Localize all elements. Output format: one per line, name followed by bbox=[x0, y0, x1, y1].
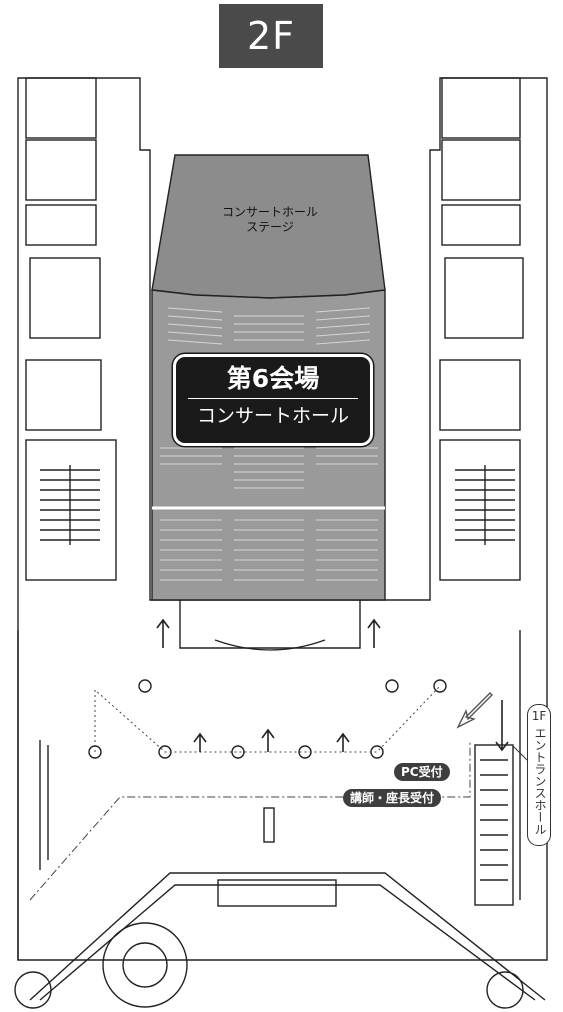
corner-column-left bbox=[14, 971, 52, 1009]
left-room-3 bbox=[25, 204, 97, 246]
right-room-1 bbox=[441, 77, 521, 139]
stage-label: コンサートホール ステージ bbox=[200, 205, 340, 235]
dotted-path bbox=[94, 685, 441, 753]
left-room-1 bbox=[25, 77, 97, 139]
hall-divider bbox=[188, 398, 358, 399]
dashdot-path bbox=[29, 740, 471, 901]
entrance-text: エントランスホール bbox=[533, 727, 547, 835]
left-restroom bbox=[29, 257, 101, 339]
seat-rows bbox=[160, 307, 378, 581]
lobby-lower-walls bbox=[29, 872, 546, 1001]
lobby-counter bbox=[217, 879, 337, 907]
right-room-4 bbox=[439, 359, 521, 431]
hall-title: 第6会場 bbox=[226, 364, 320, 393]
hall-subtitle: コンサートホール bbox=[196, 405, 349, 427]
spiral-stair bbox=[102, 922, 188, 1008]
right-restroom bbox=[444, 257, 524, 339]
building-outline bbox=[17, 77, 548, 961]
escalator-arrow bbox=[456, 692, 493, 729]
floor-badge: 2F bbox=[219, 4, 323, 68]
pc-reception-badge: PC受付 bbox=[394, 763, 450, 781]
right-stairs-room bbox=[439, 439, 521, 581]
stage-label-line1: コンサートホール bbox=[221, 205, 318, 219]
direction-arrows bbox=[156, 618, 509, 752]
left-room-4 bbox=[25, 359, 102, 431]
entrance-tag: 1F エントランスホール bbox=[527, 704, 551, 846]
entrance-floor: 1F bbox=[531, 709, 547, 723]
right-room-3 bbox=[441, 204, 521, 246]
hall-label: 第6会場 コンサートホール bbox=[173, 354, 373, 446]
escalator bbox=[474, 744, 514, 906]
corner-column-right bbox=[486, 971, 524, 1009]
central-pillar bbox=[263, 807, 275, 843]
right-stairs bbox=[455, 465, 515, 545]
left-room-2 bbox=[25, 139, 97, 201]
lecturer-reception-badge: 講師・座長受付 bbox=[343, 789, 442, 807]
stage-label-line2: ステージ bbox=[246, 220, 294, 234]
left-stairs-room bbox=[25, 439, 117, 581]
right-room-2 bbox=[441, 139, 521, 201]
left-stairs bbox=[40, 465, 100, 545]
